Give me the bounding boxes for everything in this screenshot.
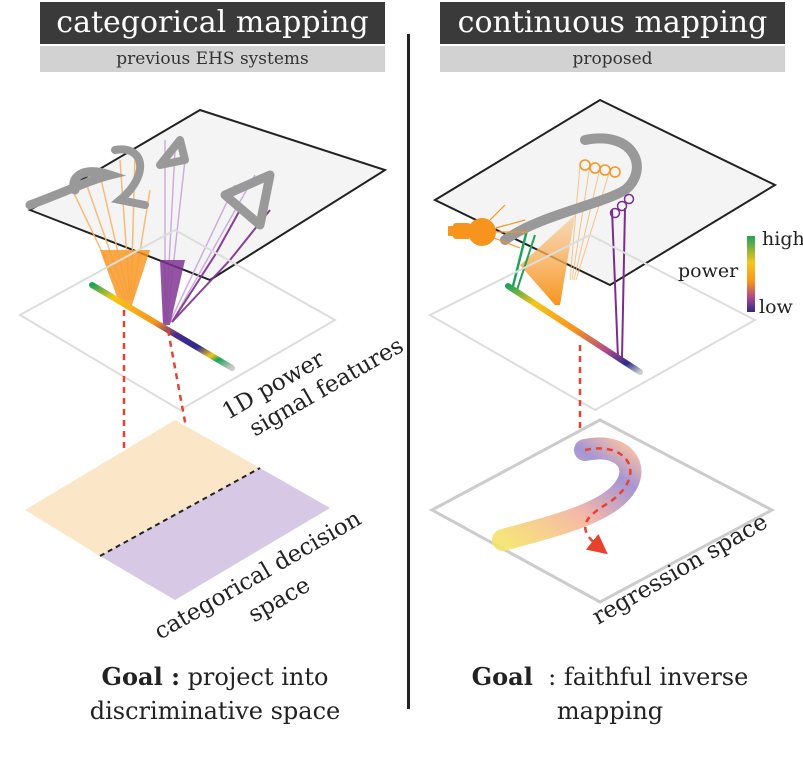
left-decision-region-orange bbox=[25, 420, 260, 556]
right-orange-circles bbox=[579, 159, 621, 178]
left-top-plane bbox=[27, 108, 388, 282]
left-feature-bar bbox=[89, 282, 235, 371]
left-decision-region-purple bbox=[100, 468, 330, 600]
right-purple-beam bbox=[611, 209, 619, 359]
right-top-plane bbox=[432, 98, 778, 287]
right-goal-bold: Goal bbox=[471, 662, 533, 691]
right-goal: Goal : faithful inverse mapping bbox=[440, 660, 780, 728]
left-title: categorical mapping bbox=[40, 2, 385, 44]
right-orange-beam bbox=[520, 215, 575, 305]
legend-low-label: low bbox=[759, 296, 794, 318]
left-goal-line2: discriminative space bbox=[89, 697, 341, 725]
left-goal-bold: Goal : bbox=[101, 662, 180, 691]
panel-divider bbox=[407, 34, 410, 709]
left-gesture-stroke-1 bbox=[25, 167, 127, 210]
power-legend-bar bbox=[747, 236, 755, 312]
right-purple-circles bbox=[609, 193, 635, 219]
right-feature-plane bbox=[427, 233, 758, 412]
legend-high-label: high bbox=[762, 228, 803, 250]
left-gesture-stroke-2 bbox=[111, 145, 149, 209]
left-goal: Goal : project into discriminative space bbox=[40, 660, 390, 728]
right-orange-rays bbox=[569, 164, 611, 281]
left-gesture-triangle-2 bbox=[220, 170, 275, 230]
lightbulb-icon bbox=[448, 204, 528, 249]
left-decision-boundary bbox=[99, 467, 261, 557]
right-subtitle: proposed bbox=[440, 46, 785, 72]
right-goal-line1: : faithful inverse bbox=[532, 663, 749, 691]
regression-dashed-arrow bbox=[583, 447, 632, 555]
right-green-beam bbox=[510, 229, 529, 291]
left-subtitle: previous EHS systems bbox=[40, 46, 385, 72]
right-feature-bar bbox=[505, 283, 643, 375]
left-gesture-triangle-1 bbox=[156, 136, 189, 169]
left-feature-plane bbox=[17, 228, 338, 412]
right-title: continuous mapping bbox=[440, 2, 785, 44]
left-diagram: 1D power signal features categorical dec… bbox=[17, 108, 408, 645]
left-feature-label: 1D power signal features bbox=[218, 333, 408, 442]
right-goal-line2: mapping bbox=[556, 697, 664, 725]
right-gesture-stroke bbox=[500, 133, 642, 245]
legend-power-label: power bbox=[678, 260, 739, 282]
left-goal-line1: project into bbox=[179, 663, 329, 691]
right-diagram: high power low regression space bbox=[427, 98, 803, 630]
